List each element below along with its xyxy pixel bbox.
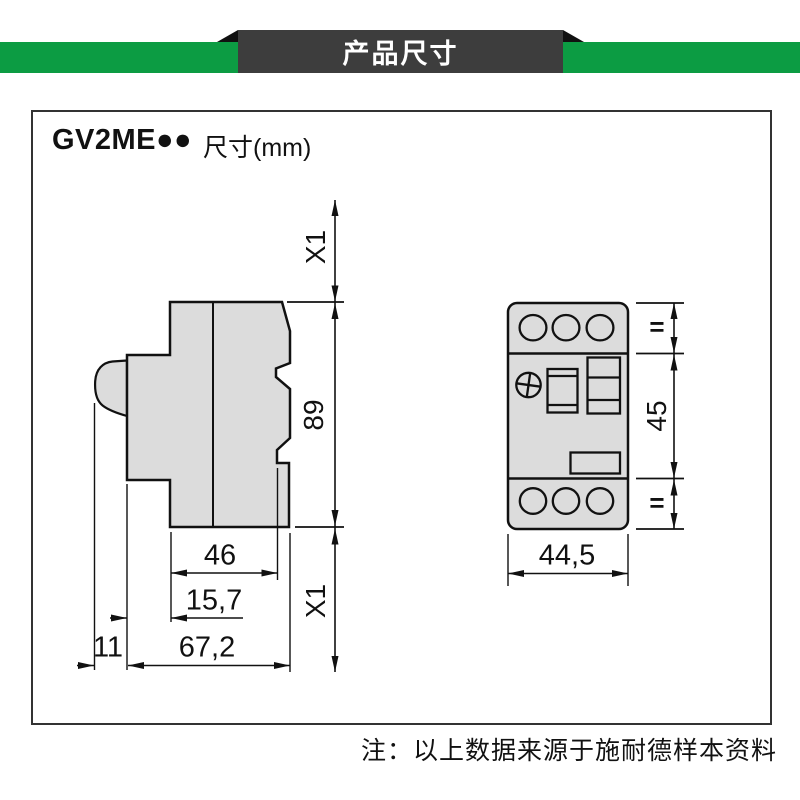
top-terminal-holes [518,313,615,342]
front-vertical-arrowheads [670,303,678,529]
bottom-terminal-holes [518,487,615,515]
side-horizontal-arrowheads [78,569,290,669]
green-bar-left [0,42,238,73]
front-label-window [569,451,622,475]
dim-equal-bottom: = [649,487,665,518]
front-button-block [586,356,622,415]
dim-depth-67-2: 67,2 [178,631,236,664]
dim-x1-bottom: X1 [300,583,331,619]
dim-width-11: 11 [92,631,124,664]
front-switch-block [546,367,579,414]
green-bar-right [563,42,800,73]
model-title: GV2ME●● [52,124,193,156]
ribbon-fold-left-icon [217,30,238,42]
dim-height-89: 89 [298,399,329,431]
side-vertical-arrowheads [331,200,339,672]
dim-width-46: 46 [203,539,237,572]
dim-equal-top: = [649,311,665,342]
section-title: 产品尺寸 [342,39,459,69]
ribbon-fold-right-icon [563,30,584,42]
dim-width-15-7: 15,7 [185,584,243,617]
toggle-button [93,359,129,418]
front-width-arrowheads [508,570,628,577]
section-banner: 产品尺寸 [238,30,563,73]
dim-height-45: 45 [641,400,672,432]
front-width-dimension [507,534,629,586]
dim-x1-top: X1 [300,229,331,265]
note-text: 注：以上数据来源于施耐德样本资料 [360,737,777,765]
side-extension-lines [93,403,291,672]
screw-icon [515,371,542,399]
dim-width-44-5: 44,5 [538,539,596,572]
unit-label: 尺寸(mm) [203,134,312,162]
side-vertical-dimension [287,200,344,672]
breaker-side-outline [125,300,292,529]
